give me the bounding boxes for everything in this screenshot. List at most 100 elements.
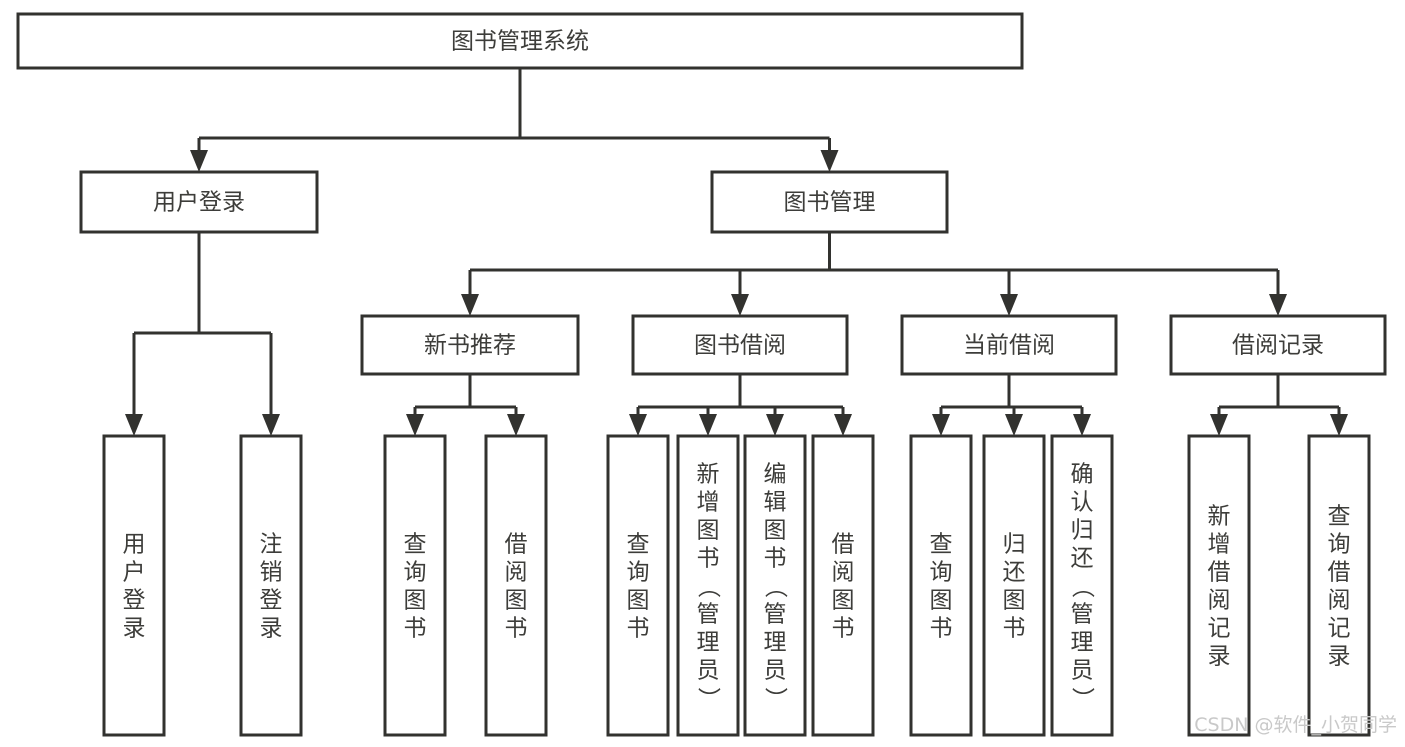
svg-text:新: 新 [1208,504,1231,530]
svg-text:图: 图 [505,588,528,614]
图书借阅-to-leaves-arrow-3 [834,414,852,436]
svg-text:询: 询 [404,560,427,586]
svg-text:归: 归 [1003,532,1026,558]
svg-text:理: 理 [764,630,787,656]
svg-text:（: （ [762,575,788,598]
svg-text:录: 录 [260,616,283,642]
svg-text:书: 书 [627,616,650,642]
svg-text:员: 员 [764,658,787,684]
root-图书管理系统-label: 图书管理系统 [451,29,589,55]
svg-text:辑: 辑 [764,490,787,516]
svg-text:阅: 阅 [832,560,855,586]
svg-text:阅: 阅 [1208,588,1231,614]
当前借阅-to-leaves-arrow-0 [932,414,950,436]
leaf-借阅图书-box[interactable] [484,434,548,737]
svg-text:记: 记 [1328,616,1351,642]
userlogin-to-leaves-arrow-0 [125,414,143,436]
svg-text:（: （ [1069,575,1095,598]
svg-text:）: ） [762,687,788,710]
svg-text:借: 借 [832,532,855,558]
bookmgmt-to-level3-arrow-3 [1269,294,1287,316]
svg-text:）: ） [695,687,721,710]
leaf-确认归还管理员-box[interactable] [1050,434,1114,737]
当前借阅-to-leaves-arrow-1 [1005,414,1023,436]
svg-text:还: 还 [1071,546,1094,572]
level2-用户登录-box[interactable] [79,170,319,234]
svg-text:户: 户 [123,560,146,586]
svg-text:查: 查 [930,532,953,558]
userlogin-to-leaves-arrow-1 [262,414,280,436]
leaf-用户登录-box[interactable] [102,434,166,737]
svg-text:登: 登 [123,588,146,614]
level3-图书借阅-box[interactable] [631,314,849,376]
svg-text:录: 录 [1208,644,1231,670]
root-to-level2-arrow-0 [190,150,208,172]
svg-text:图: 图 [697,518,720,544]
node-boxes [16,12,1387,737]
svg-text:借: 借 [505,532,528,558]
level2-图书管理-box[interactable] [710,170,949,234]
svg-text:书: 书 [505,616,528,642]
connector-lines [132,68,1341,414]
svg-text:管: 管 [764,602,787,628]
level2-图书管理-label: 图书管理 [784,190,876,216]
新书推荐-to-leaves-arrow-1 [507,414,525,436]
svg-text:管: 管 [1071,602,1094,628]
svg-text:阅: 阅 [505,560,528,586]
level3-新书推荐-box[interactable] [360,314,580,376]
leaf-新增借阅记录-box[interactable] [1187,434,1251,737]
svg-text:注: 注 [260,532,283,558]
svg-text:图: 图 [1003,588,1026,614]
leaf-注销登录-box[interactable] [239,434,303,737]
node-labels: 图书管理系统用户登录图书管理新书推荐图书借阅当前借阅借阅记录用户登录注销登录查询… [123,29,1351,711]
level3-借阅记录-box[interactable] [1169,314,1387,376]
leaf-查询图书-box[interactable] [909,434,973,737]
svg-text:理: 理 [697,630,720,656]
svg-text:图: 图 [930,588,953,614]
借阅记录-to-leaves-arrow-1 [1330,414,1348,436]
svg-text:登: 登 [260,588,283,614]
leaf-编辑图书管理员-box[interactable] [743,434,807,737]
arrow-heads [125,150,1348,436]
leaf-归还图书-box[interactable] [982,434,1046,737]
svg-text:图: 图 [404,588,427,614]
level3-当前借阅-box[interactable] [900,314,1118,376]
svg-text:书: 书 [404,616,427,642]
svg-text:增: 增 [1208,532,1231,558]
svg-text:确: 确 [1071,462,1094,488]
svg-text:图: 图 [764,518,787,544]
leaf-查询图书-box[interactable] [383,434,447,737]
svg-text:管: 管 [697,602,720,628]
leaf-新增图书管理员-box[interactable] [676,434,740,737]
当前借阅-to-leaves-arrow-2 [1073,414,1091,436]
svg-text:查: 查 [404,532,427,558]
csdn-watermark: CSDN @软件_小贺同学 [1194,714,1397,736]
新书推荐-to-leaves-arrow-0 [406,414,424,436]
svg-text:录: 录 [123,616,146,642]
level3-当前借阅-label: 当前借阅 [963,333,1055,359]
leaf-查询借阅记录-box[interactable] [1307,434,1371,737]
root-图书管理系统-box[interactable] [16,12,1024,70]
leaf-借阅图书-box[interactable] [811,434,875,737]
svg-text:书: 书 [832,616,855,642]
bookmgmt-to-level3-arrow-0 [461,294,479,316]
svg-text:图: 图 [832,588,855,614]
leaf-查询图书-box[interactable] [606,434,670,737]
svg-text:员: 员 [1071,658,1094,684]
svg-text:图: 图 [627,588,650,614]
svg-text:询: 询 [627,560,650,586]
svg-text:阅: 阅 [1328,588,1351,614]
svg-text:询: 询 [1328,532,1351,558]
root-to-level2-arrow-1 [820,150,839,172]
svg-text:编: 编 [764,462,787,488]
svg-text:书: 书 [930,616,953,642]
